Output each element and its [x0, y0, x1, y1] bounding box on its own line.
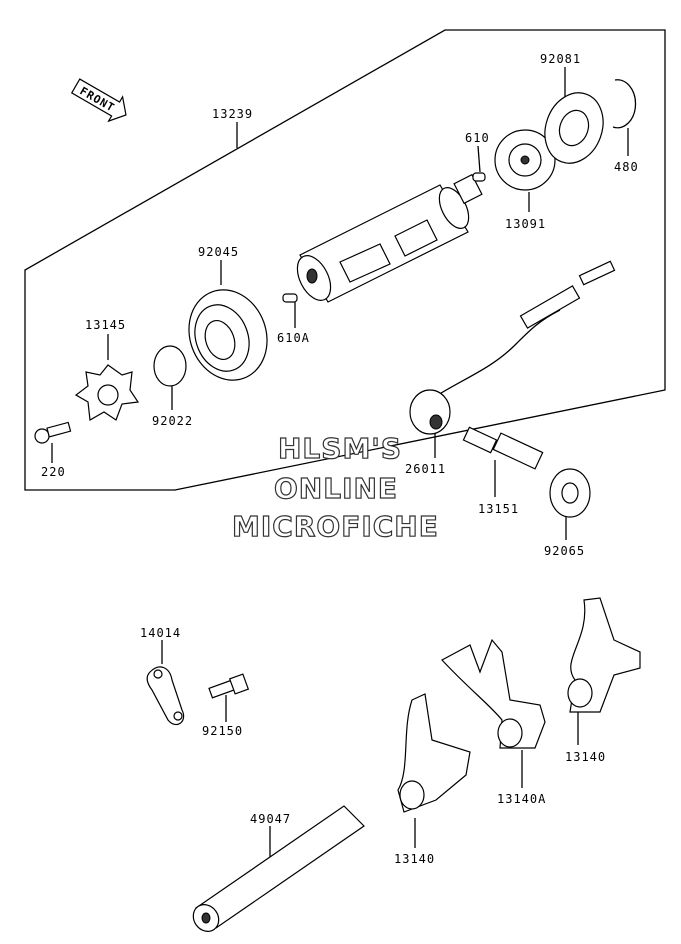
watermark-line-3: MICROFICHE — [231, 509, 439, 543]
ring-92022 — [153, 345, 187, 387]
label-92065: 92065 — [544, 544, 586, 558]
label-92022: 92022 — [152, 414, 194, 428]
plate-14014 — [146, 666, 185, 725]
watermark-line-2: ONLINE — [273, 471, 399, 505]
switch-26011 — [409, 260, 616, 435]
watermark-line-1: HLSM'S — [277, 431, 403, 465]
label-13151: 13151 — [478, 502, 520, 516]
label-480: 480 — [614, 160, 639, 174]
label-13145: 13145 — [85, 318, 127, 332]
pin-610A — [282, 293, 298, 303]
circlip-480 — [612, 79, 637, 129]
fork-13140-right — [567, 597, 641, 713]
label-92045: 92045 — [198, 245, 240, 259]
label-220: 220 — [41, 465, 66, 479]
label-14014: 14014 — [140, 626, 182, 640]
label-13140-left: 13140 — [394, 852, 436, 866]
star-plate-13091 — [494, 129, 556, 191]
shaft-49047 — [192, 805, 365, 932]
assembly-frame — [24, 29, 666, 491]
bearing-92045 — [188, 289, 268, 381]
label-13140-right: 13140 — [565, 750, 607, 764]
fork-13140A — [441, 638, 546, 749]
label-26011: 26011 — [405, 462, 447, 476]
star-cam-13145 — [74, 364, 140, 421]
washer-92065 — [549, 468, 591, 518]
plate-92081 — [544, 92, 604, 164]
shift-drum-13239 — [296, 173, 483, 303]
pin-610 — [472, 172, 486, 182]
bolt-92150 — [208, 673, 250, 699]
front-arrow-icon — [70, 78, 127, 123]
pin-13151 — [462, 426, 544, 470]
label-610A: 610A — [277, 331, 310, 345]
screw-220 — [34, 421, 72, 444]
label-13091: 13091 — [505, 217, 547, 231]
label-610: 610 — [465, 131, 490, 145]
label-92150: 92150 — [202, 724, 244, 738]
label-13239: 13239 — [212, 107, 254, 121]
label-13140A: 13140A — [497, 792, 547, 806]
fork-13140-left — [397, 693, 471, 813]
label-92081: 92081 — [540, 52, 582, 66]
label-49047: 49047 — [250, 812, 292, 826]
